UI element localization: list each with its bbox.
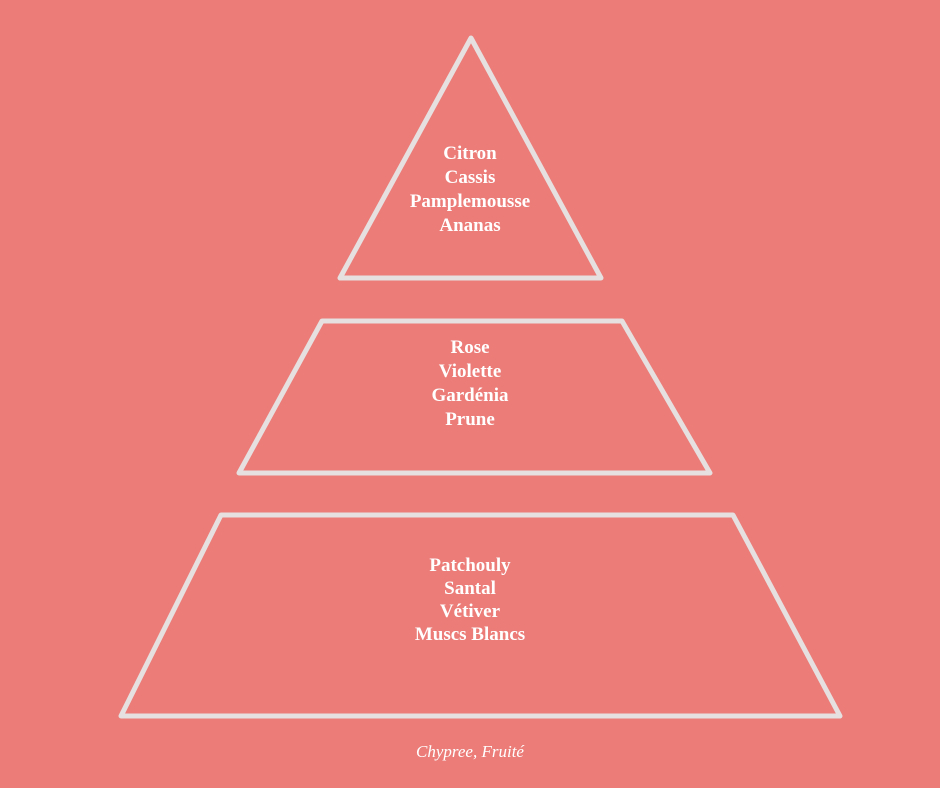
note: Prune (445, 409, 495, 430)
note: Pamplemousse (409, 191, 531, 212)
base-notes-trapezoid (118, 512, 843, 719)
heart-notes-trapezoid (236, 318, 713, 476)
note: Santal (444, 578, 496, 599)
note: Violette (438, 361, 502, 382)
note: Cassis (444, 167, 496, 188)
note: Citron (443, 143, 497, 164)
note: Vétiver (439, 601, 501, 622)
heart-notes-list: Rose Violette Gardénia Prune (0, 336, 940, 432)
base-notes-list: Patchouly Santal Vétiver Muscs Blancs (0, 554, 940, 646)
note: Gardénia (431, 385, 509, 406)
note: Ananas (439, 215, 501, 236)
top-notes-triangle (337, 35, 604, 281)
fragrance-family-caption: Chypree, Fruité (416, 742, 524, 761)
note: Rose (450, 337, 490, 358)
note: Muscs Blancs (414, 624, 526, 645)
note: Patchouly (429, 555, 511, 576)
top-notes-list: Citron Cassis Pamplemousse Ananas (0, 142, 940, 238)
